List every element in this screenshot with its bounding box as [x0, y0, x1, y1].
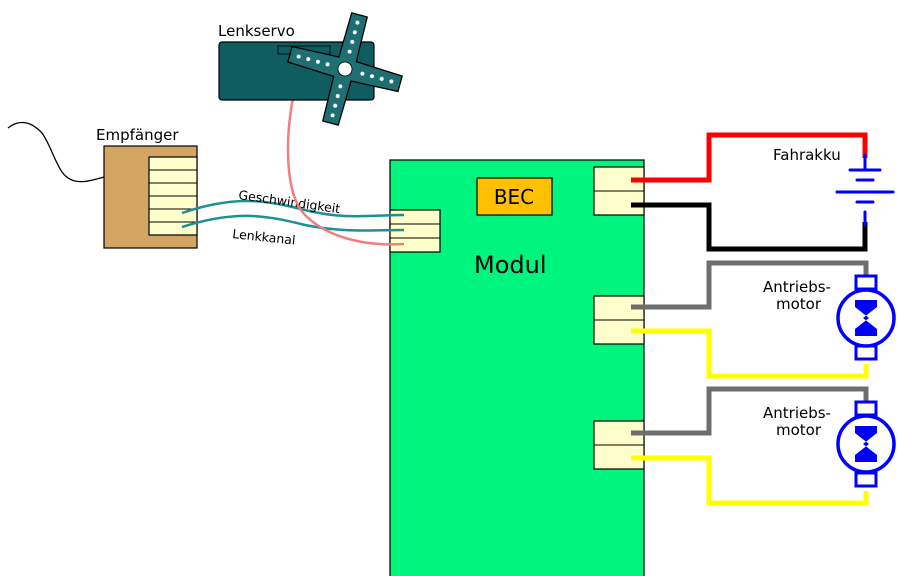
motor1-connector	[593, 295, 645, 345]
receiver	[103, 145, 198, 249]
motor1-yellow-wire	[631, 328, 869, 379]
motor-icon	[836, 400, 896, 488]
battery-positive-wire	[631, 132, 868, 183]
battery-negative-wire	[631, 202, 868, 252]
servo-wire	[286, 97, 405, 246]
steering-signal-wire	[181, 214, 405, 232]
speed-channel-label: Geschwindigkeit	[238, 187, 342, 216]
battery-connector	[593, 166, 645, 216]
motor1-label-line2: motor	[776, 295, 822, 313]
motor2-connector	[593, 420, 645, 470]
module-label: Modul	[474, 251, 547, 279]
steering-channel-label: Lenkkanal	[232, 226, 297, 248]
battery-icon	[835, 153, 895, 227]
motor-icon	[836, 274, 896, 361]
motor2-label-line2: motor	[776, 421, 822, 439]
motor1-label-line1: Antriebs-	[763, 278, 831, 296]
receiver-label: Empfänger	[96, 126, 179, 144]
antenna-icon	[7, 121, 105, 183]
motor2-yellow-wire	[631, 455, 869, 506]
bec-box	[476, 177, 553, 216]
servo-label: Lenkservo	[218, 22, 295, 40]
motor2-gray-wire	[631, 386, 869, 436]
bec-label: BEC	[494, 185, 534, 209]
motor1-gray-wire	[631, 260, 869, 310]
battery-label: Fahrakku	[773, 146, 841, 164]
motor2-label-line1: Antriebs-	[763, 404, 831, 422]
servo-icon	[218, 12, 403, 126]
speed-signal-wire	[181, 199, 405, 218]
